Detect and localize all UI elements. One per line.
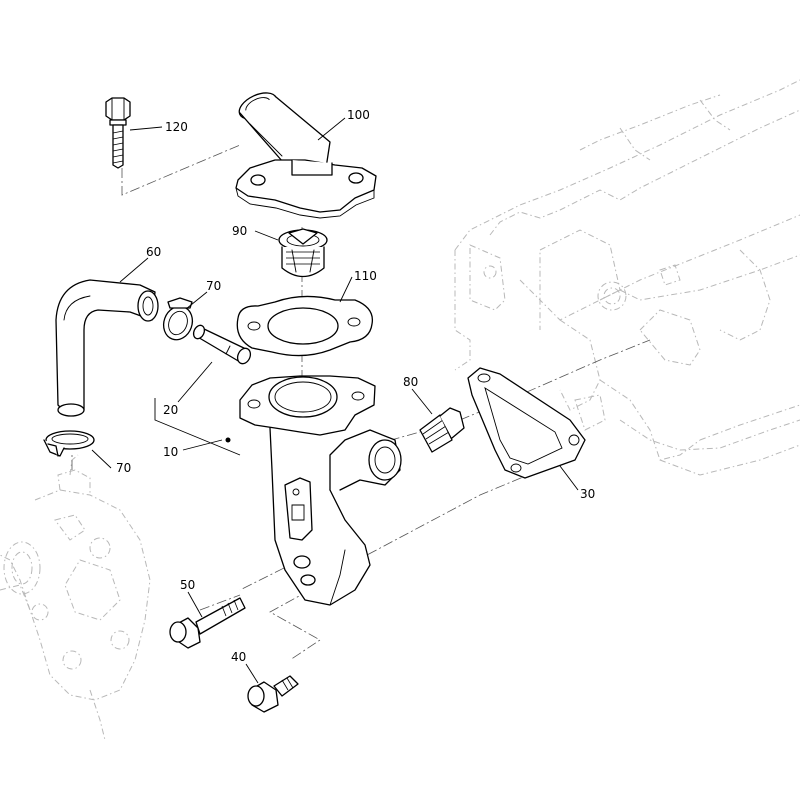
callout-120[interactable]: 120 (165, 120, 188, 134)
water-outlet-100-icon[interactable] (235, 88, 377, 219)
callout-90[interactable]: 90 (232, 224, 247, 238)
callout-60[interactable]: 60 (146, 245, 161, 259)
gasket-30-icon[interactable] (467, 367, 586, 479)
callout-70-upper[interactable]: 70 (206, 279, 221, 293)
assembly-lines (71, 144, 651, 661)
hose-clamp-70-upper-icon[interactable] (159, 297, 197, 344)
callout-100[interactable]: 100 (347, 108, 370, 122)
plug-80-icon[interactable] (419, 407, 465, 453)
callout-30[interactable]: 30 (580, 487, 595, 501)
assembly-dot (225, 437, 231, 443)
bolt-50-icon[interactable] (169, 597, 246, 649)
callout-70-lower[interactable]: 70 (116, 461, 131, 475)
callout-40[interactable]: 40 (231, 650, 246, 664)
gasket-110-icon[interactable] (236, 295, 374, 357)
callout-50[interactable]: 50 (180, 578, 195, 592)
callout-110[interactable]: 110 (354, 269, 377, 283)
bolt-40-icon[interactable] (247, 675, 299, 713)
callout-80[interactable]: 80 (403, 375, 418, 389)
water-pump-outline (0, 454, 151, 741)
callout-10[interactable]: 10 (163, 445, 178, 459)
callout-labels: 120 100 90 110 60 70 70 20 10 80 30 50 4… (116, 108, 595, 664)
hose-60-icon[interactable] (55, 279, 159, 417)
hose-clamp-70-lower-icon[interactable] (43, 430, 95, 457)
thermostat-90-icon[interactable] (278, 228, 328, 278)
engine-block-outline (454, 79, 800, 476)
callout-20[interactable]: 20 (163, 403, 178, 417)
thermostat-housing-10-icon[interactable] (239, 375, 402, 606)
pipe-20-icon[interactable] (192, 324, 253, 366)
bolt-120-icon[interactable] (105, 97, 131, 169)
leader-lines (91, 117, 579, 684)
